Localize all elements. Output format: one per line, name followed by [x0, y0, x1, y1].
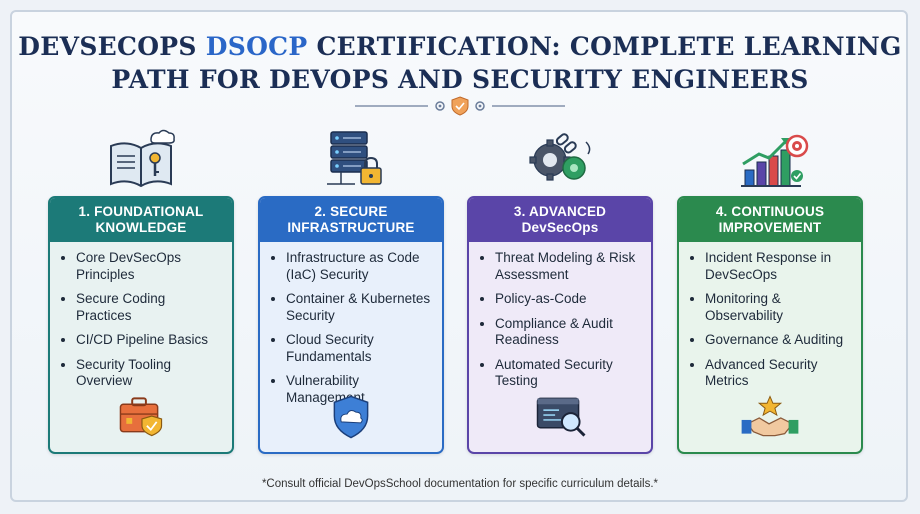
topic-list: Incident Response in DevSecOps Monitorin… [679, 242, 861, 390]
column-header: 4. CONTINUOUS IMPROVEMENT [679, 198, 861, 242]
topic-item: Container & Kubernetes Security [286, 291, 432, 324]
column-header-line1: 1. FOUNDATIONAL [78, 204, 204, 219]
code-magnifier-icon [536, 397, 586, 437]
topic-item: Core DevSecOps Principles [76, 250, 222, 283]
title-line1-pre: DEVSECOPS [18, 32, 206, 61]
column-header-line2: DevSecOps [521, 220, 599, 235]
gear-chain-icon [529, 133, 591, 181]
topic-item: Advanced Security Metrics [705, 357, 851, 390]
topic-item: Compliance & Audit Readiness [495, 316, 641, 349]
column-header: 2. SECURE INFRASTRUCTURE [260, 198, 442, 242]
topic-item: Cloud Security Fundamentals [286, 332, 432, 365]
column-header-line1: 3. ADVANCED [513, 204, 607, 219]
server-lock-icon [327, 131, 382, 185]
shield-icon [451, 96, 469, 116]
handshake-star-icon [741, 395, 799, 437]
topic-item: Automated Security Testing [495, 357, 641, 390]
small-gear-icon [435, 101, 445, 111]
title-accent: DSOCP [205, 32, 308, 61]
topic-item: Incident Response in DevSecOps [705, 250, 851, 283]
topic-list: Core DevSecOps Principles Secure Coding … [50, 242, 232, 390]
topic-item: Secure Coding Practices [76, 291, 222, 324]
topic-item: Threat Modeling & Risk Assessment [495, 250, 641, 283]
topic-item: Policy-as-Code [495, 291, 641, 308]
topic-item: Monitoring & Observability [705, 291, 851, 324]
column-card-advanced: 3. ADVANCED DevSecOps Threat Modeling & … [467, 196, 653, 454]
column-header: 3. ADVANCED DevSecOps [469, 198, 651, 242]
topic-item: CI/CD Pipeline Basics [76, 332, 222, 349]
page-title: DEVSECOPS DSOCP CERTIFICATION: COMPLETE … [0, 30, 920, 96]
column-header-line2: INFRASTRUCTURE [287, 220, 415, 235]
book-key-cloud-icon [110, 129, 175, 188]
toolbox-shield-icon [119, 397, 163, 437]
footer-note: *Consult official DevOpsSchool documenta… [261, 478, 659, 490]
column-card-infrastructure: 2. SECURE INFRASTRUCTURE Infrastructure … [258, 196, 444, 454]
topic-item: Security Tooling Overview [76, 357, 222, 390]
column-header: 1. FOUNDATIONAL KNOWLEDGE [50, 198, 232, 242]
column-card-continuous: 4. CONTINUOUS IMPROVEMENT Incident Respo… [677, 196, 863, 454]
topic-item: Infrastructure as Code (IaC) Security [286, 250, 432, 283]
topic-list: Infrastructure as Code (IaC) Security Co… [260, 242, 442, 406]
column-header-line1: 2. SECURE [314, 204, 388, 219]
column-card-foundational: 1. FOUNDATIONAL KNOWLEDGE Core DevSecOps… [48, 196, 234, 454]
cloud-shield-icon [333, 395, 369, 439]
topic-list: Threat Modeling & Risk Assessment Policy… [469, 242, 651, 390]
column-header-line1: 4. CONTINUOUS [715, 204, 825, 219]
title-line2: PATH FOR DEVOPS AND SECURITY ENGINEERS [111, 65, 809, 94]
column-header-line2: IMPROVEMENT [718, 220, 822, 235]
topic-item: Governance & Auditing [705, 332, 851, 349]
column-header-line2: KNOWLEDGE [95, 220, 187, 235]
title-divider [355, 96, 565, 116]
title-line1-post: CERTIFICATION: COMPLETE LEARNING [307, 32, 902, 61]
small-gear-icon [475, 101, 485, 111]
chart-target-icon [741, 134, 809, 187]
